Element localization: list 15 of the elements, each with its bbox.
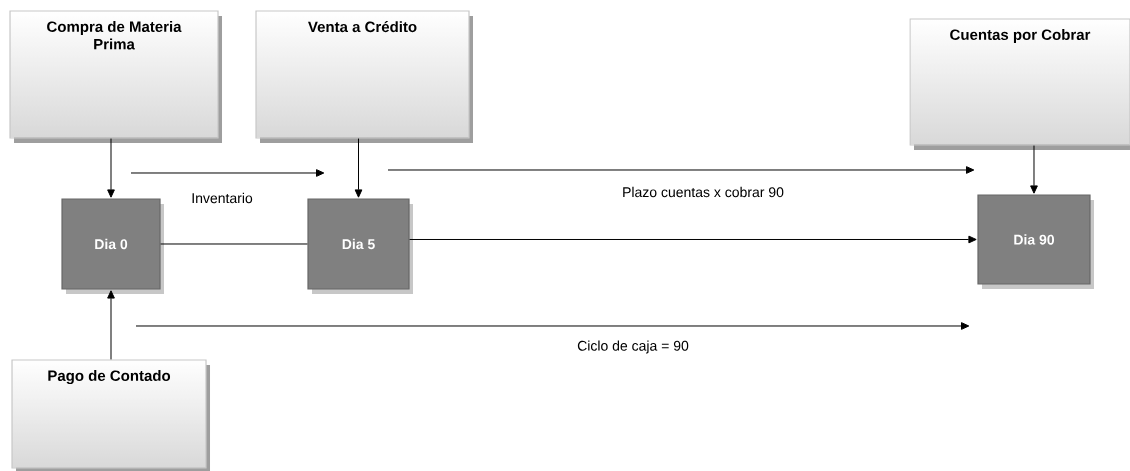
process-box: Compra de Materia Prima: [9, 10, 222, 143]
duration-label: Inventario: [192, 192, 253, 204]
day-box: Dia 90: [977, 194, 1094, 289]
arrow: [107, 138, 115, 198]
arrow: [107, 290, 115, 360]
process-box: Venta a Crédito: [255, 10, 473, 143]
arrow: [409, 235, 977, 244]
process-box: Pago de Contado: [11, 359, 210, 471]
arrow: [1030, 145, 1038, 194]
arrow: [354, 138, 363, 198]
duration-label: Ciclo de caja = 90: [577, 340, 689, 354]
process-box: Cuentas por Cobrar: [909, 18, 1130, 150]
day-box: Dia 0: [61, 198, 164, 294]
day-box: Dia 5: [307, 198, 413, 294]
duration-label: Plazo cuentas x cobrar 90: [623, 186, 784, 198]
